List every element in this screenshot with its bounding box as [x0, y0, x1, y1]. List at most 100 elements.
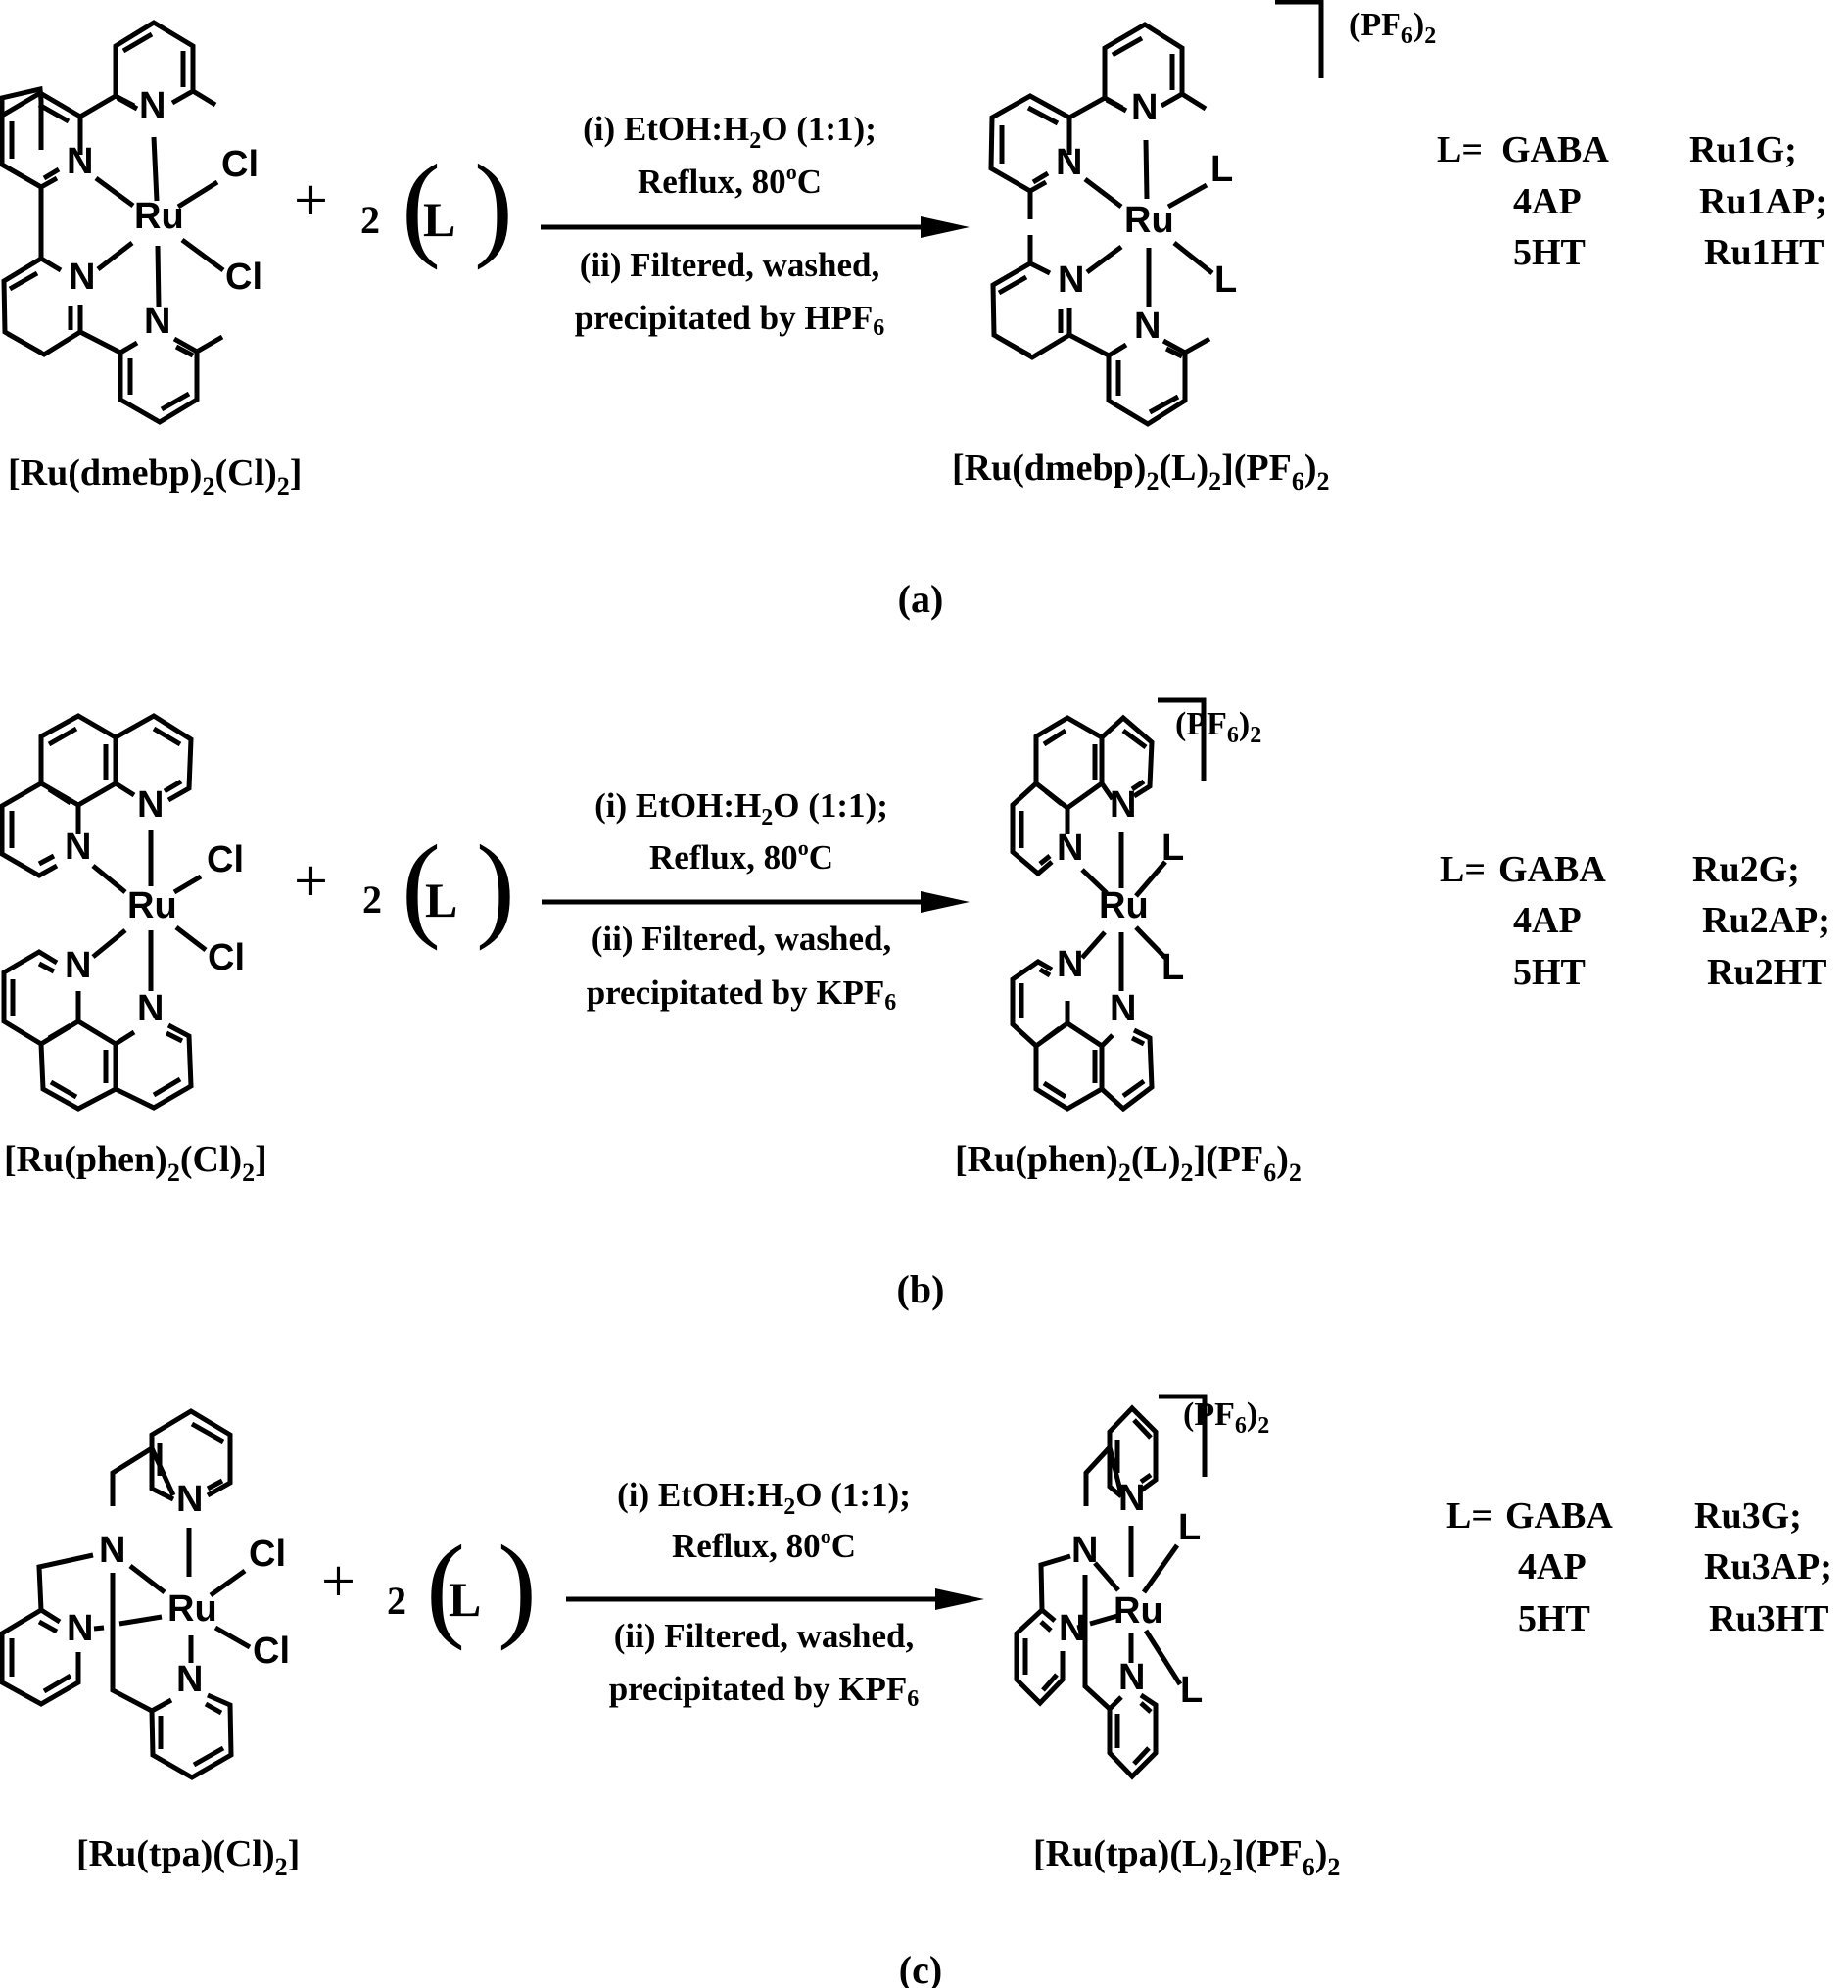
- charge-bracket: [1159, 1394, 1208, 1477]
- reaction-arrow-head: [935, 1588, 984, 1610]
- stoichiometry: 2: [387, 1579, 406, 1623]
- atom-n: N: [137, 784, 164, 826]
- ligand-symbol: L: [425, 873, 457, 927]
- ligand-legend-a: L= GABA Ru1G; 4AP Ru1AP; 5HT Ru1HT: [1437, 129, 1827, 273]
- stoichiometry: 2: [360, 198, 380, 242]
- panel-c: N N Ru Cl Cl N N [Ru(tpa)(Cl)2] + 2 ( L …: [0, 1394, 1832, 1988]
- plus-sign: +: [294, 167, 328, 234]
- atom-n: N: [1059, 1608, 1085, 1649]
- atom-n: N: [1057, 828, 1083, 869]
- counterion: (PF6)2: [1350, 7, 1436, 49]
- legend-complex: Ru3AP;: [1704, 1546, 1832, 1587]
- phen-upper: [0, 713, 194, 878]
- atom-n: N: [65, 945, 91, 986]
- reactant-a-name: [Ru(dmebp)2(Cl)2]: [8, 452, 302, 500]
- legend-complex: Ru1HT: [1704, 232, 1824, 273]
- atom-cl: Cl: [253, 1631, 290, 1672]
- ring-left: [1014, 1608, 1066, 1707]
- plus-sign: +: [294, 848, 328, 915]
- ru-l2: [1143, 1629, 1183, 1686]
- bridge-top: [78, 93, 136, 119]
- atom-n: N: [65, 827, 91, 868]
- ring-top-fix: [149, 1435, 175, 1502]
- legend-complex: Ru1G;: [1689, 129, 1797, 170]
- atom-ru: Ru: [1114, 1590, 1163, 1632]
- ring-bottom-double: [1114, 1701, 1153, 1766]
- panel-b: N N Ru Cl Cl N N [Ru(phen)2(Cl)2] + 2 ( …: [0, 697, 1830, 1311]
- ru-n-left-top: [1083, 177, 1123, 209]
- n-ch2-left: [36, 1552, 94, 1625]
- bond: [0, 85, 44, 217]
- charge-bracket: [1275, 0, 1324, 78]
- condition-step-1: (i) EtOH:H2O (1:1);: [583, 110, 877, 154]
- reaction-arrow-head: [921, 891, 970, 913]
- counterion: (PF6)2: [1175, 706, 1261, 748]
- phen-upper: [1010, 714, 1155, 877]
- plus-sign: +: [321, 1548, 355, 1615]
- condition-reflux: Reflux, 80oC: [638, 160, 822, 201]
- atom-l: L: [1161, 947, 1184, 988]
- phen-upper-double: [9, 726, 183, 867]
- ru-n-top: [151, 136, 160, 202]
- legend-ligand: GABA: [1498, 849, 1606, 890]
- atom-n: N: [176, 1479, 203, 1520]
- ring-bottom: [118, 334, 224, 425]
- atom-n: N: [144, 301, 170, 342]
- legend-ligand: 4AP: [1513, 900, 1582, 941]
- ru-l1: [1134, 860, 1167, 898]
- charge-bracket: [1158, 697, 1207, 781]
- ring-left-double: [9, 1619, 72, 1694]
- bridge-top: [1067, 95, 1124, 120]
- product-c-name: [Ru(tpa)(L)2](PF6)2: [1033, 1833, 1340, 1881]
- phen-lower: [1010, 959, 1155, 1112]
- atom-ru: Ru: [127, 885, 177, 926]
- methyl-top: [191, 88, 217, 108]
- atom-cl: Cl: [249, 1534, 286, 1575]
- ligand-legend-b: L= GABA Ru2G; 4AP Ru2AP; 5HT Ru2HT: [1440, 849, 1830, 993]
- reaction-arrow-head: [921, 216, 970, 238]
- counterion: (PF6)2: [1183, 1396, 1269, 1439]
- legend-ligand: 5HT: [1518, 1598, 1590, 1639]
- close-paren: ): [498, 1521, 537, 1651]
- ring-bottom-left-double: [995, 274, 1064, 358]
- condition-step-2: (ii) Filtered, washed,: [614, 1617, 915, 1655]
- phen-lower: [1, 949, 194, 1112]
- ligand-symbol: L: [423, 192, 455, 247]
- atom-n: N: [139, 85, 166, 126]
- phen-upper-double: [1019, 728, 1148, 866]
- ring-top-left: [988, 93, 1072, 194]
- atom-n-amine: N: [99, 1530, 125, 1571]
- ru-l2: [1172, 241, 1214, 275]
- ring-top-left-double: [9, 102, 71, 181]
- close-paren: ): [476, 821, 515, 951]
- atom-cl: Cl: [225, 257, 262, 298]
- ru-cl1: [176, 179, 219, 210]
- ring-top-fix: [1107, 1432, 1123, 1498]
- atom-l: L: [1210, 149, 1233, 190]
- atom-n: N: [67, 1608, 93, 1649]
- condition-step-1: (i) EtOH:H2O (1:1);: [617, 1476, 911, 1520]
- atom-l: L: [1178, 1507, 1201, 1548]
- atom-n: N: [1110, 784, 1136, 826]
- ring-left: [0, 1607, 81, 1707]
- legend-ligand: 5HT: [1513, 232, 1586, 273]
- ligand-symbol: L: [449, 1572, 481, 1627]
- ring-top-double: [157, 1421, 225, 1491]
- ru-l1: [1141, 1543, 1180, 1594]
- ru-n-bottom: [155, 245, 162, 308]
- legend-complex: Ru2HT: [1707, 952, 1826, 993]
- ring-top-double: [116, 31, 186, 112]
- ru-cl1: [209, 1568, 247, 1598]
- ring-left-double: [1022, 1620, 1059, 1692]
- condition-step-2: (ii) Filtered, washed,: [580, 246, 880, 284]
- reactant-b-structure: N N Ru Cl Cl N N: [0, 713, 245, 1112]
- atom-n: N: [176, 1659, 203, 1700]
- ring-bottom-double: [1115, 346, 1184, 415]
- n-ch2-left: [1038, 1553, 1071, 1623]
- legend-complex: Ru2AP;: [1702, 900, 1830, 941]
- ring-top-double: [1114, 1418, 1153, 1485]
- bridge-bottom: [1067, 332, 1128, 358]
- ring-top-double: [1105, 35, 1175, 114]
- legend-ligand: 5HT: [1513, 952, 1586, 993]
